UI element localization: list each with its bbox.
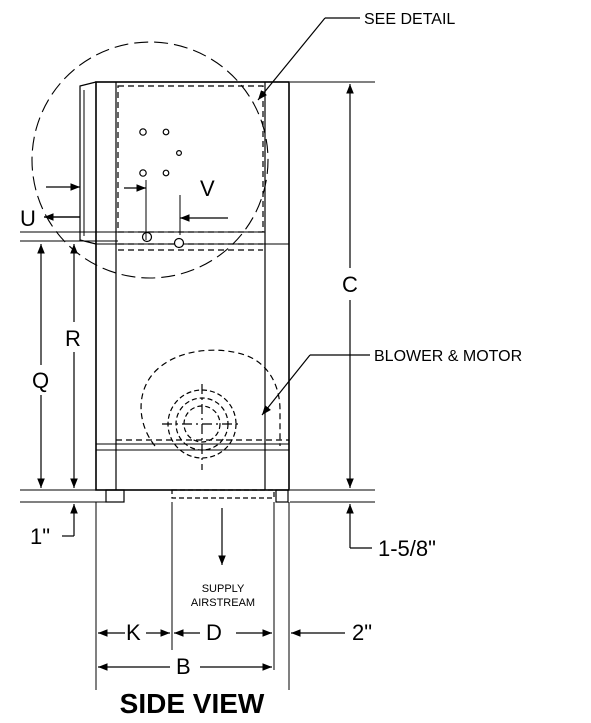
dim-label-2in: 2": [352, 620, 372, 645]
dim-label-q: Q: [32, 368, 49, 393]
blower-assembly: [140, 349, 281, 470]
dim-label-c: C: [342, 272, 358, 297]
view-title: SIDE VIEW: [120, 688, 265, 719]
leader-lines: [257, 17, 370, 416]
coil-hidden-lines: [116, 85, 289, 441]
see-detail-label: SEE DETAIL: [364, 11, 455, 28]
dim-label-b: B: [176, 654, 191, 679]
dim-label-u: U: [20, 206, 36, 231]
dim-label-r: R: [65, 326, 81, 351]
dimension-arrows: [37, 84, 372, 671]
dim-label-1in: 1": [30, 524, 50, 549]
supply-label-line2: AIRSTREAM: [191, 597, 255, 609]
dim-label-d: D: [206, 620, 222, 645]
cabinet-feet: [105, 489, 289, 503]
dim-label-1-5-8in: 1-5/8": [378, 536, 436, 561]
supply-label-line1: SUPPLY: [202, 583, 245, 595]
detail-circle: [31, 41, 269, 279]
dim-label-k: K: [126, 620, 141, 645]
connection-holes: [139, 128, 185, 249]
dim-label-v: V: [200, 176, 215, 201]
blower-motor-label: BLOWER & MOTOR: [374, 348, 522, 365]
